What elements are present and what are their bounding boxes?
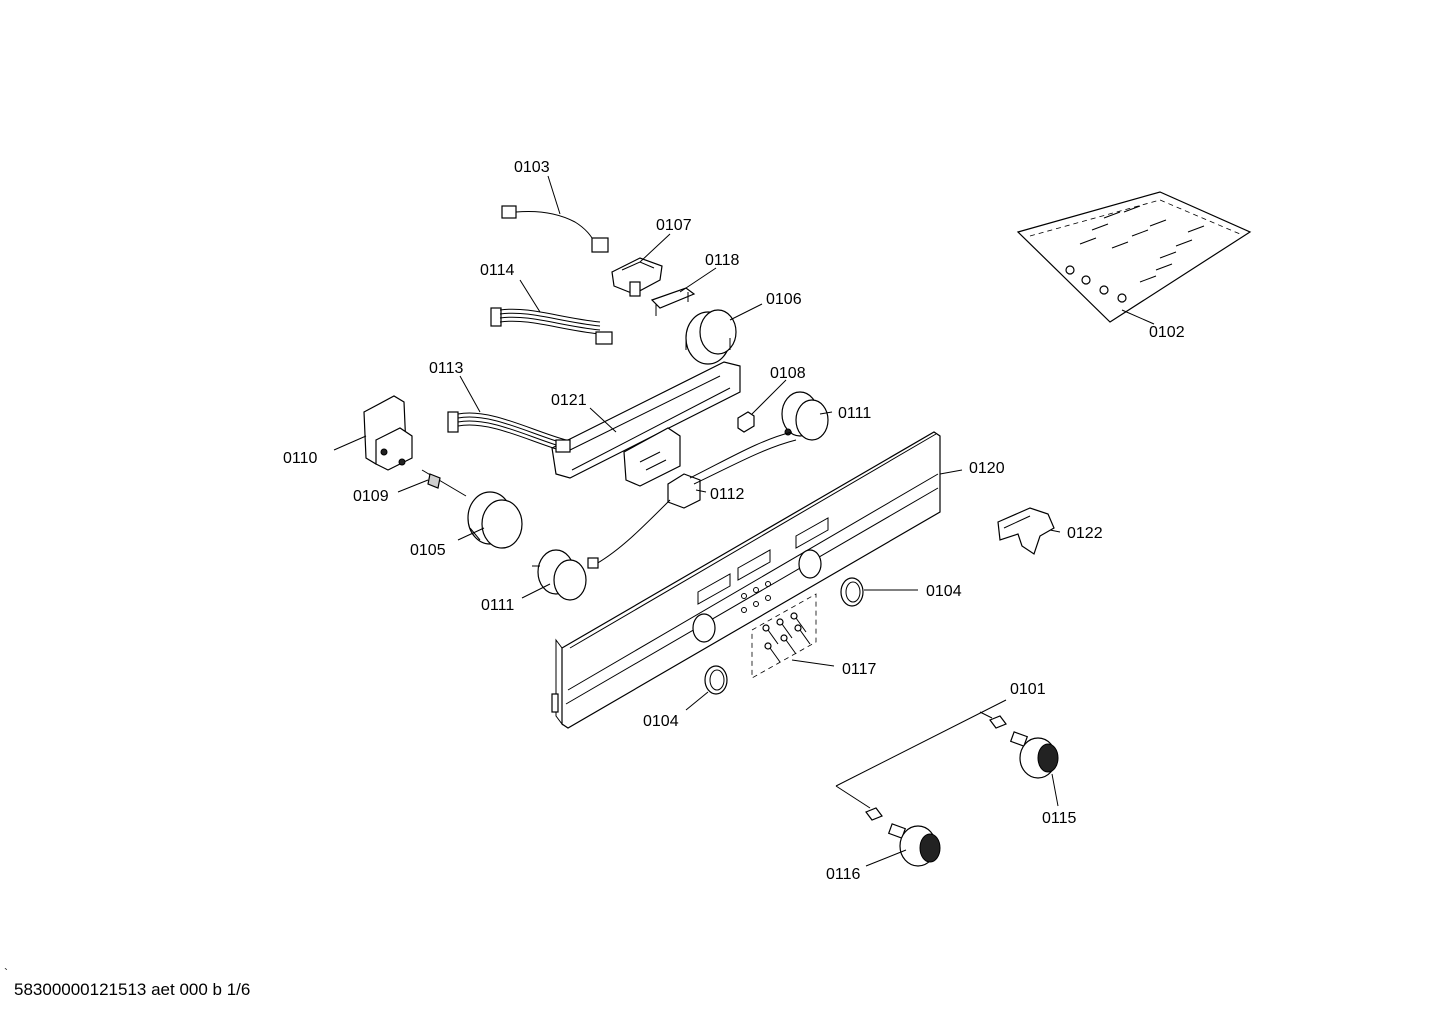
leader-lines <box>333 175 1155 867</box>
label-0105: 0105 <box>410 542 446 559</box>
part-0107-switch-bracket[interactable] <box>611 257 663 297</box>
part-0102-screw-bag[interactable] <box>1016 191 1252 323</box>
label-0110: 0110 <box>283 450 318 467</box>
label-0120: 0120 <box>969 460 1005 477</box>
label-0104-lower: 0104 <box>643 713 679 730</box>
label-0108: 0108 <box>770 365 806 382</box>
part-0103-wire-harness[interactable] <box>501 205 609 253</box>
label-0118: 0118 <box>705 252 740 269</box>
part-labels: 0103 0107 0118 0114 0106 0102 0113 0108 … <box>283 159 1185 883</box>
part-0121-board-frame[interactable] <box>551 361 741 487</box>
part-0109-pin[interactable] <box>421 469 467 497</box>
part-0111-lower-motor[interactable] <box>532 549 587 601</box>
label-0113: 0113 <box>429 360 464 377</box>
part-0117-screws[interactable] <box>751 593 817 679</box>
part-0118-clip[interactable] <box>650 287 696 316</box>
label-0115: 0115 <box>1042 810 1077 827</box>
part-0120-control-panel[interactable] <box>551 431 941 729</box>
label-0114: 0114 <box>480 262 515 279</box>
part-0122-bracket[interactable] <box>997 507 1055 555</box>
corner-mark: ` <box>4 966 8 980</box>
label-0107: 0107 <box>656 217 692 234</box>
label-0112: 0112 <box>710 486 745 503</box>
part-0111-upper-motor[interactable] <box>781 391 829 441</box>
label-0121: 0121 <box>551 392 587 409</box>
label-0111-upper: 0111 <box>838 405 871 422</box>
label-0109: 0109 <box>353 488 389 505</box>
label-0116: 0116 <box>826 866 861 883</box>
label-0106: 0106 <box>766 291 802 308</box>
label-0117: 0117 <box>842 661 877 678</box>
label-0102: 0102 <box>1149 324 1185 341</box>
part-0116-knob[interactable] <box>865 807 941 867</box>
label-0111-lower: 0111 <box>481 597 514 614</box>
part-0114-ribbon-cable[interactable] <box>490 307 613 345</box>
part-0106-knob-housing[interactable] <box>685 309 737 365</box>
document-id: 58300000121513 aet 000 b 1/6 <box>14 980 251 999</box>
label-0103: 0103 <box>514 159 550 176</box>
label-0122: 0122 <box>1067 525 1103 542</box>
part-0108-small-clip[interactable] <box>737 411 755 433</box>
part-0104-ring-upper[interactable] <box>840 577 864 607</box>
part-0104-ring-lower[interactable] <box>704 665 728 695</box>
part-0110-connector-block[interactable] <box>363 395 413 471</box>
part-0105-knob-housing[interactable] <box>467 491 523 549</box>
part-0115-knob[interactable] <box>989 715 1059 779</box>
label-0104-upper: 0104 <box>926 583 962 600</box>
part-0113-ribbon-cable[interactable] <box>447 411 571 453</box>
label-0101: 0101 <box>1010 681 1046 698</box>
part-0112-module[interactable] <box>587 431 797 569</box>
